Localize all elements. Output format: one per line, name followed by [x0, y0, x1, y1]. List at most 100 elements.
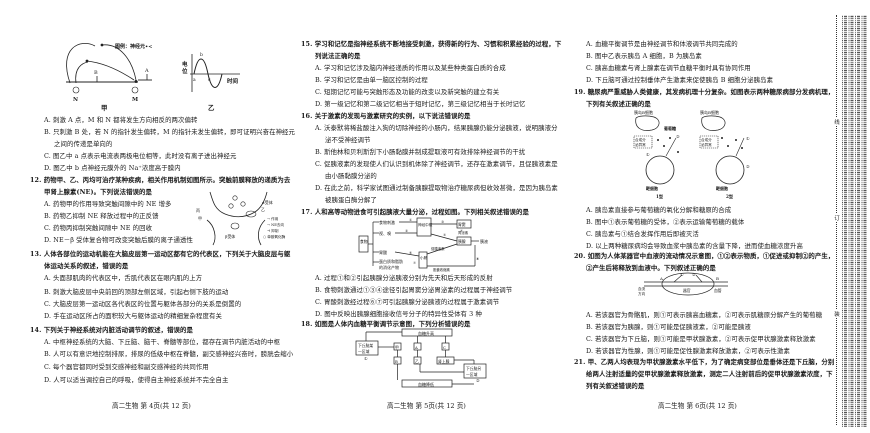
- q21-stem: 21. 甲、乙两人均表现为甲状腺激素水平低下，为了确定病变部位是垂体还是下丘脑，…: [574, 358, 835, 366]
- svg-text:①: ①: [646, 152, 650, 157]
- svg-text:下丘脑另: 下丘脑另: [466, 366, 481, 371]
- q20-option-c: C. 若该器官为下丘脑，则①可能是甲状腺激素，②可表示促甲状腺激素释放激素: [586, 335, 816, 343]
- q16-option-a-cont: 泌不受神经调节: [325, 136, 371, 144]
- svg-text:葡萄糖: 葡萄糖: [663, 125, 676, 131]
- svg-text:胃酸: 胃酸: [379, 249, 387, 255]
- svg-text:②: ②: [476, 378, 480, 383]
- svg-text:食物刺激: 食物刺激: [379, 219, 395, 225]
- svg-text:→ NE去向: → NE去向: [267, 222, 285, 227]
- svg-text:b: b: [200, 52, 203, 58]
- q12-stem-cont: 甲肾上腺素(NE)。下列说法错误的是: [44, 188, 153, 196]
- q20-option-a: A. 若该器官为骨骼肌，则①可表示胰高血糖素，②可表示肌糖原分解产生的葡萄糖: [586, 311, 823, 319]
- q20-option-b: B. 若该器官为胰腺，则①可能是促胰液素，②可能是胰液: [586, 323, 751, 331]
- q11-option-b: B. 只刺激 B 处，若 N 的指针发生偏转，M 的指针未发生偏转，即可证明兴奋…: [44, 128, 296, 136]
- q12-option-a: A. 药物甲的作用导致突触间隙中的 NE 增多: [44, 200, 172, 208]
- svg-text:⑧: ⑧: [476, 257, 480, 261]
- svg-text:→ 作用: → 作用: [267, 216, 279, 221]
- svg-text:丙: 丙: [196, 208, 200, 213]
- q11-option-d: D. 图乙中 b 点神经元膜外的 Na⁺浓度高于膜内: [44, 164, 181, 172]
- q15-option-a: A. 学习和记忆涉及脑内神经递质的作用以及某些种类蛋白质的合成: [315, 64, 506, 72]
- svg-text:时间: 时间: [227, 77, 239, 85]
- q18-option-a: A. 血糖平衡调节是由神经调节和体液调节共同完成的: [586, 40, 738, 48]
- svg-text:血流: 血流: [638, 286, 646, 291]
- svg-text:血糖升高: 血糖升高: [418, 330, 434, 336]
- figure-yi-caption: 乙: [208, 104, 215, 112]
- q13-option-a: A. 头面部肌肉的代表区中，舌肌代表区在眼内肌的上方: [44, 274, 203, 282]
- q17-option-b: B. 食物刺激通过①③④途径引起胃窦分泌胃泌素的过程属于神经调节: [315, 286, 513, 294]
- q18-option-d: D. 下丘脑可通过控制垂体产生激素来促使胰岛 B 细胞分泌胰岛素: [586, 76, 774, 84]
- svg-text:⑦: ⑦: [413, 261, 417, 265]
- svg-text:①: ①: [746, 136, 750, 141]
- svg-text:①: ①: [680, 272, 684, 277]
- svg-text:β受体: β受体: [225, 233, 235, 239]
- q15-option-d: D. 第一级记忆和第二级记忆相当于短时记忆，第三级记忆相当于长时记忆: [315, 100, 526, 108]
- q15-stem-cont: 列说法正确的是: [315, 52, 361, 60]
- q17-option-d: D. 图中反映出胰腺细胞接收信号分子的特异性受体有 3 种: [315, 310, 482, 318]
- q14-stem: 14. 下列关于神经系统对内脏活动调节的叙述，错误的是: [30, 326, 194, 334]
- svg-text:⑤: ⑤: [443, 233, 447, 237]
- q17-option-c: C. 胃酸刺激经过程⑥⑦可引起胰腺分泌胰液的过程属于激素调节: [315, 298, 500, 306]
- svg-text:视、嗅: 视、嗅: [379, 230, 391, 236]
- q16-option-a: A. 沃泰默将稀盐酸注入狗的切除神经的小肠内，结果胰腺仍能分泌胰液，说明胰液分: [315, 124, 558, 132]
- page-4-footer: 高二生物 第 4页(共 12 页): [112, 402, 191, 410]
- page-5-column: 15. 学习和记忆是指神经系统不断地接受刺激，获得新的行为、习惯和积累经验的过程…: [297, 0, 569, 433]
- q17-stem: 17. 人和高等动物进食可引起胰液大量分泌，过程如图。下列相关叙述错误的是: [301, 208, 529, 216]
- binding-label-ding: 订: [832, 214, 840, 222]
- svg-text:促胰液素: 促胰液素: [431, 246, 445, 251]
- svg-text:泌异常: 泌异常: [701, 142, 712, 147]
- q16-option-b: B. 斯他林和贝利斯刮下小肠黏膜并制成提取液可有效排除神经调节的干扰: [315, 148, 526, 156]
- svg-text:1型: 1型: [656, 193, 664, 200]
- svg-text:B: B: [716, 276, 719, 281]
- q11-option-c: C. 图乙中 a 点表示电流表两极电位相等，此时没有离子进出神经元: [44, 152, 237, 160]
- page-4-column: B A N M 图例：神经元•< 甲 电 位 时间 a b c 乙 A. 刺激 …: [0, 0, 295, 433]
- figure-blood-glucose-regulation: 血糖升高 血糖降低 下丘脑某 一区域 ① 甲 B A 乙 C: [355, 328, 487, 388]
- label-B: B: [94, 70, 98, 76]
- q11-option-b-cont: 之间的传递是单向的: [54, 140, 113, 148]
- q14-option-b: B. 人可以有意识地控制排尿，排尿的低级中枢在脊髓，副交感神经兴奋时，膀胱会缩小: [44, 350, 294, 358]
- svg-text:下丘脑某: 下丘脑某: [358, 343, 373, 348]
- svg-text:A: A: [659, 276, 663, 281]
- svg-text:方向: 方向: [638, 291, 646, 296]
- q16-option-c-cont: 由小肠黏膜分泌的: [325, 172, 377, 180]
- svg-text:②: ②: [692, 272, 696, 277]
- figure-organ-blood-flow: A B ① ② 血流 方向 器官 血管: [638, 272, 728, 296]
- q14-option-c: C. 每个器官都同时受到交感神经和副交感神经的共同作用: [44, 363, 209, 371]
- svg-text:乙: 乙: [415, 359, 419, 364]
- binding-label-zhuang: 装: [832, 310, 840, 318]
- page-5-footer: 高二生物 第 5页(共 12 页): [387, 402, 466, 410]
- svg-text:②: ②: [405, 229, 409, 233]
- svg-text:②: ②: [746, 164, 750, 169]
- q14-option-a: A. 中枢神经系统的大脑、下丘脑、脑干、脊髓等部位，都存在调节内脏活动的中枢: [44, 338, 281, 346]
- svg-text:神经中枢: 神经中枢: [418, 222, 433, 227]
- label-M: M: [132, 97, 138, 103]
- q18-stem: 18. 如图是人体内血糖平衡调节示意图，下列分析错误的是: [301, 320, 471, 328]
- svg-text:①: ①: [364, 356, 368, 361]
- q12-option-b: B. 药物乙抑制 NE 释放过程中的正反馈: [44, 212, 159, 220]
- q13-stem-cont: 体运动关系的叙述，错误的是: [44, 262, 129, 270]
- svg-text:○ 单胺氧化酶: ○ 单胺氧化酶: [263, 234, 286, 239]
- svg-text:器官: 器官: [683, 288, 691, 293]
- q12-option-d: D. NE－β 受体复合物可改变突触后膜的离子通透性: [44, 236, 193, 244]
- label-A: A: [144, 68, 149, 74]
- svg-text:胆囊收缩素: 胆囊收缩素: [433, 267, 451, 272]
- q19-option-c: C. 胰岛素与①结合发挥作用后即被灭活: [586, 230, 699, 238]
- svg-text:④: ④: [460, 229, 464, 233]
- svg-text:C: C: [443, 345, 446, 350]
- q12-option-c: C. 药物丙抑制突触间隙中 NE 的回收: [44, 224, 153, 232]
- svg-text:靶细胞: 靶细胞: [716, 185, 728, 191]
- svg-text:位: 位: [182, 67, 188, 75]
- svg-text:胃泌素: 胃泌素: [458, 230, 469, 235]
- figure-diabetes-mechanism: 胰岛B细胞 葡萄糖 合成分 泌异常 ② ① 靶细胞 1型 胰岛B细胞 合成分 泌…: [633, 109, 750, 200]
- q19-option-a: A. 胰岛素直接参与葡萄糖的氧化分解和糖原的合成: [586, 206, 732, 214]
- q19-stem-cont: 下列有关叙述正确的是: [586, 100, 651, 108]
- q19-stem: 19. 糖尿病严重威胁人类健康，其发病机理十分复杂。如图表示两种糖尿病部分发病机…: [574, 88, 835, 96]
- svg-text:一区域: 一区域: [358, 349, 370, 354]
- svg-text:胰腺: 胰腺: [458, 239, 466, 244]
- q16-option-c: C. 促胰液素的发现使人们认识到机体除了神经调节，还存在激素调节，且促胰液素是: [315, 160, 558, 168]
- svg-text:胰岛B细胞: 胰岛B细胞: [634, 109, 653, 115]
- q16-option-d: D. 在此之前，科学家试图通过制备胰腺提取物治疗糖尿病但收效甚微，是因为胰岛素: [315, 184, 558, 192]
- q20-stem-cont: ②产生后将释放到血液中。下列叙述正确的是: [586, 264, 716, 272]
- figure-pancreatic-secretion-flow: 食物 食物刺激 视、嗅 胃酸 蛋白质和脂肪 的消化产物 神经中枢 胃窦 胃泌素 …: [358, 217, 488, 272]
- q15-option-c: C. 短期记忆可能与突触形态及功能的改变以及新突触的建立有关: [315, 88, 500, 96]
